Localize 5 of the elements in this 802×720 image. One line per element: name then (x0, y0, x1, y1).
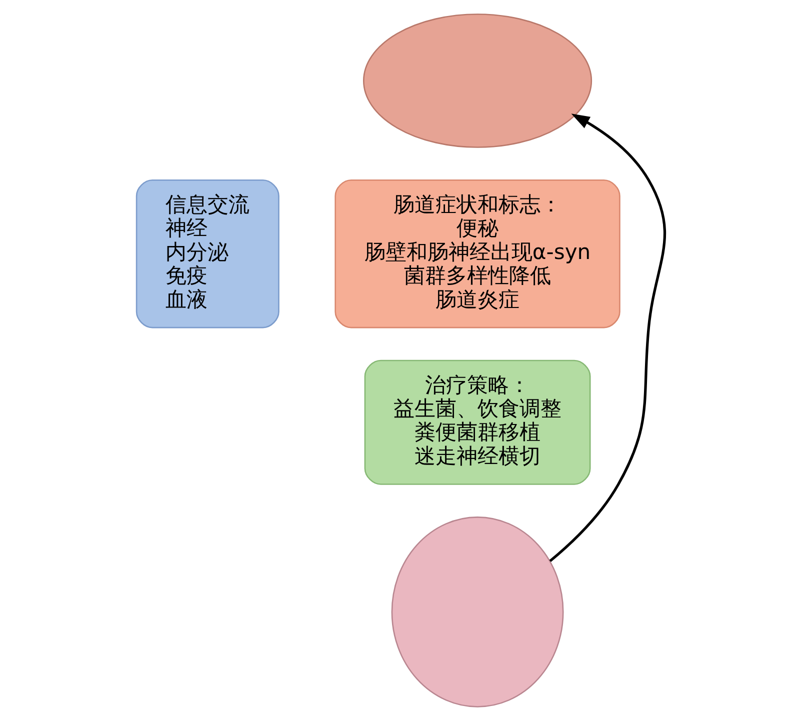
node-box: 治疗策略： 益生菌、饮食调整 粪便菌群移植 迷走神经横切 (364, 359, 591, 484)
node-circle (391, 516, 564, 707)
arrow (549, 113, 666, 562)
node-box: 信息交流 神经 内分泌 免疫 血液 (136, 178, 280, 328)
node-box: 肠道症状和标志： 便秘 肠壁和肠神经出现α-syn 菌群多样性降低 肠道炎症 (334, 178, 620, 328)
